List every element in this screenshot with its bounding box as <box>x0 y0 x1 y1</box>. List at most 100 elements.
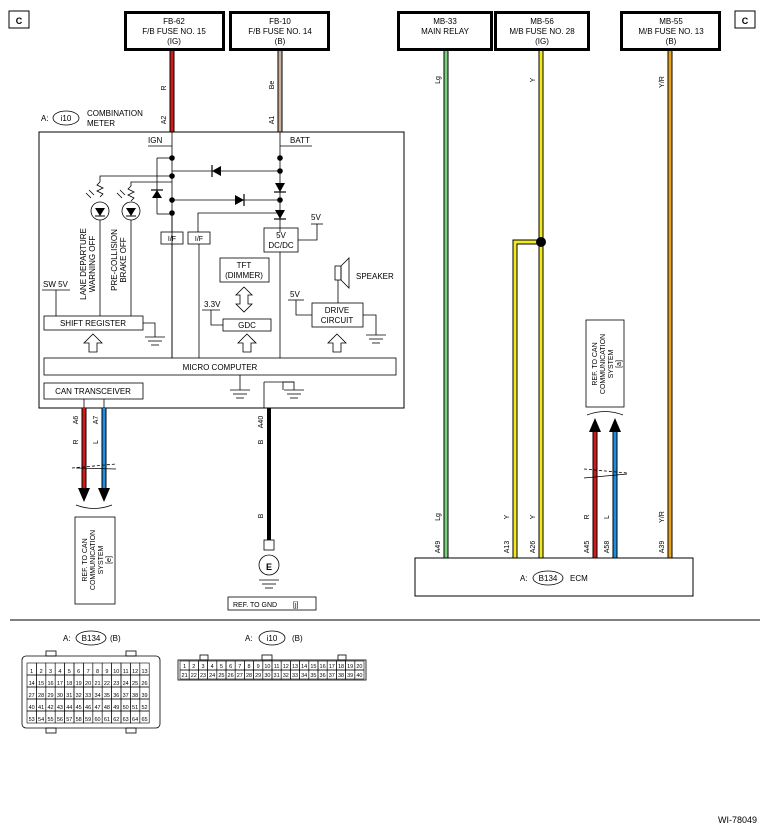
meter-prefix: A: <box>41 114 49 123</box>
wire-can-r <box>78 408 90 502</box>
connector-type: (B) <box>292 634 303 643</box>
ecm-prefix: A: <box>520 574 528 583</box>
connector-pin-number: 27 <box>29 693 35 699</box>
dcdc-5v-label: 5V <box>311 213 321 222</box>
connector-pin-number: 30 <box>264 673 270 679</box>
can-transceiver-label: CAN TRANSCEIVER <box>55 387 131 396</box>
tft-label-line2: (DIMMER) <box>225 271 263 280</box>
connector-pin-number: 63 <box>123 717 129 723</box>
connector-pin-number: 39 <box>141 693 147 699</box>
pin-label: A40 <box>258 416 265 429</box>
connector-pin-number: 23 <box>200 673 206 679</box>
fuse-type: (B) <box>666 37 677 46</box>
resistor-icon <box>96 181 104 198</box>
up-arrow-icon <box>83 333 103 353</box>
wire-y-ig <box>512 51 546 558</box>
up-arrow-icon <box>237 333 257 353</box>
combination-meter-box <box>38 131 405 409</box>
ref-gnd-box <box>227 596 317 611</box>
lamp1-label-line2: WARNING OFF <box>88 236 97 293</box>
fuse-id: MB-55 <box>659 17 683 26</box>
ref-gnd-tag: [j] <box>293 602 299 609</box>
fuse-type: (IG) <box>167 37 181 46</box>
connector-pin-number: 13 <box>141 669 147 675</box>
ecm-connector-id: B134 <box>539 574 558 583</box>
connector-pin-number: 34 <box>94 693 100 699</box>
connector-pin-number: 40 <box>29 705 35 711</box>
wire-can-l <box>98 408 110 502</box>
pin-label: A6 <box>73 416 80 425</box>
connector-pin-number: 45 <box>76 705 82 711</box>
connector-pin-number: 24 <box>209 673 215 679</box>
fuse-mb55: MB-55 M/B FUSE NO. 13 (B) <box>620 11 721 51</box>
connector-pin-number: 8 <box>247 664 250 670</box>
lamp1-label-line1: LANE DEPARTURE <box>79 228 88 300</box>
fuse-name: F/B FUSE NO. 14 <box>248 27 312 36</box>
connector-pin-number: 22 <box>191 673 197 679</box>
shift-register-label: SHIFT REGISTER <box>60 319 126 328</box>
wire-color-label: B <box>258 513 265 518</box>
pin-label: A39 <box>659 541 666 554</box>
fuse-id: FB-62 <box>163 17 185 26</box>
wire-color-label: R <box>161 85 168 90</box>
up-arrow-icon <box>327 333 347 353</box>
wire-color-label: B <box>258 439 265 444</box>
connector-type: (B) <box>110 634 121 643</box>
can-transceiver-box <box>43 382 144 400</box>
figure-id: WI-78049 <box>718 815 757 825</box>
connector-pin-number: 31 <box>274 673 280 679</box>
connector-pin-number: 32 <box>76 693 82 699</box>
connector-pin-number: 6 <box>77 669 80 675</box>
connector-pin-number: 4 <box>211 664 214 670</box>
connector-pin-number: 62 <box>113 717 119 723</box>
connector-pin-number: 38 <box>132 693 138 699</box>
connector-pin-number: 2 <box>40 669 43 675</box>
lamp2-label-line2: BRAKE OFF <box>119 237 128 282</box>
connector-pin-number: 42 <box>47 705 53 711</box>
connector-pin-number: 19 <box>76 681 82 687</box>
ground-point-icon <box>258 554 280 576</box>
diode-icon <box>275 183 285 192</box>
connector-pin-number: 49 <box>113 705 119 711</box>
connector-pin-number: 31 <box>66 693 72 699</box>
connector-pin-number: 7 <box>87 669 90 675</box>
connector-pin-number: 9 <box>257 664 260 670</box>
connector-pin-number: 25 <box>132 681 138 687</box>
connector-pin-number: 11 <box>274 664 280 670</box>
meter-connector-oval <box>52 110 80 126</box>
connector-pin-number: 4 <box>58 669 61 675</box>
connector-pin-number: 18 <box>338 664 344 670</box>
connector-pin-number: 65 <box>141 717 147 723</box>
connector-pin-number: 10 <box>264 664 270 670</box>
connector-pin-number: 21 <box>182 673 188 679</box>
wire-color-label: L <box>93 440 100 444</box>
connector-pin-number: 6 <box>229 664 232 670</box>
connector-pin-number: 22 <box>104 681 110 687</box>
wire-color-label: Be <box>269 81 276 90</box>
ref-can-left-tag: [e] <box>106 556 113 564</box>
connector-pin-number: 28 <box>246 673 252 679</box>
wire-color-label: Lg <box>435 76 442 84</box>
wire-color-label: Lg <box>435 513 442 521</box>
connector-pin-number: 13 <box>292 664 298 670</box>
pin-label: A2 <box>161 116 168 125</box>
connector-pin-number: 38 <box>338 673 344 679</box>
ref-can-right-line2: COMMUNICATION <box>600 334 607 394</box>
fuse-id: MB-56 <box>530 17 554 26</box>
connector-pin-number: 57 <box>66 717 72 723</box>
connector-pin-number: 64 <box>132 717 138 723</box>
connector-pin-number: 30 <box>57 693 63 699</box>
bidirectional-arrow-icon <box>235 286 253 313</box>
drive-label-line1: DRIVE <box>325 306 349 315</box>
wire-color-label: L <box>604 515 611 519</box>
diode-icon <box>235 195 244 205</box>
corner-label-left-box <box>8 10 30 29</box>
connector-pin-number: 5 <box>220 664 223 670</box>
fuse-type: (IG) <box>535 37 549 46</box>
connector-pin-cell <box>139 710 150 724</box>
fuse-name: M/B FUSE NO. 28 <box>509 27 575 36</box>
connector-id: B134 <box>82 634 101 643</box>
connector-pin-number: 9 <box>105 669 108 675</box>
